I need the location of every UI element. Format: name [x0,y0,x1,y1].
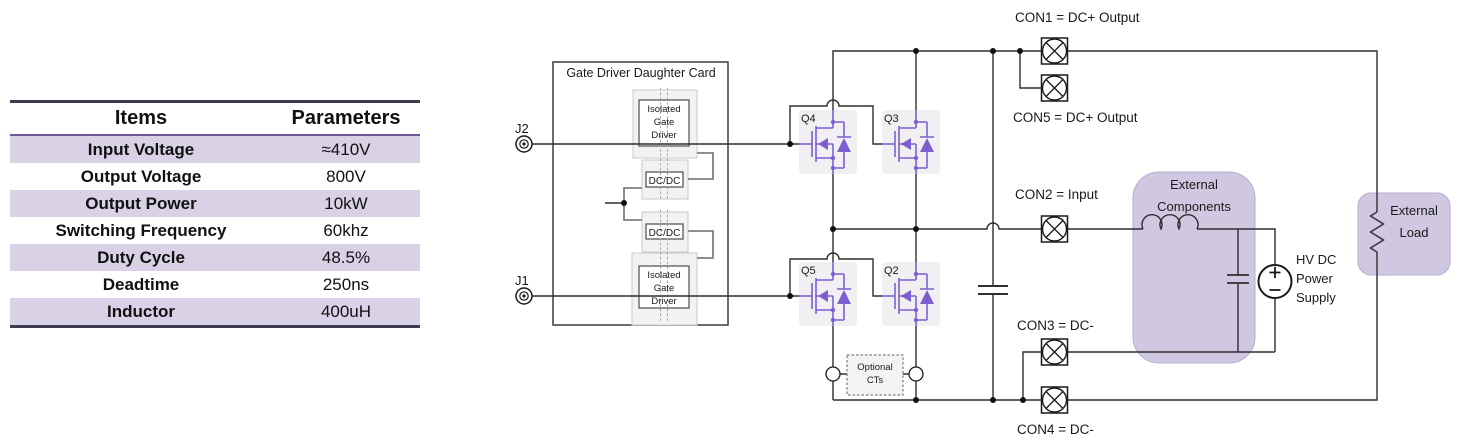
junction-dots [621,48,1026,403]
table-row: Switching Frequency 60khz [10,217,420,244]
table-row: Input Voltage ≈410V [10,136,420,163]
con3-label: CON3 = DC- [1017,318,1094,333]
con4-label: CON4 = DC- [1017,422,1094,437]
optional-cts-block [825,354,924,396]
fet-q4-label: Q4 [801,113,816,125]
optional-cts-label: Optional [857,362,892,373]
ct-circle-right [908,366,924,382]
igd-bottom-label: Isolated [647,270,680,281]
item-cell: Output Voltage [80,166,202,186]
con4-connector [1040,386,1069,414]
jack-j1-label: J1 [515,273,529,288]
gate-driver-daughter-card [552,61,729,326]
svg-text:Gate: Gate [654,283,675,294]
table-header-row: Items Parameters [10,103,420,136]
plus-icon [1269,267,1281,278]
value-cell: 250ns [322,274,370,294]
jack-j2-label: J2 [515,121,529,136]
svg-text:Gate: Gate [654,117,675,128]
svg-text:Power: Power [1296,271,1334,286]
ct-circle-left [825,366,841,382]
fet-q3-label: Q3 [884,113,899,125]
table-row: Output Power 10kW [10,190,420,217]
circuit-wires [531,50,1385,401]
igd-top-label: Isolated [647,104,680,115]
item-cell: Inductor [107,301,175,321]
table-row: Inductor 400uH [10,298,420,325]
hv-dc-power-supply-label: HV DC [1296,252,1336,267]
hv-dc-power-supply-symbol [1257,264,1293,299]
svg-text:Components: Components [1157,199,1231,214]
value-cell: ≈410V [321,139,371,159]
con5-label: CON5 = DC+ Output [1013,110,1138,125]
svg-text:Load: Load [1400,225,1429,240]
value-cell: 400uH [320,301,372,321]
svg-text:CTs: CTs [867,375,884,386]
fet-q5-label: Q5 [801,265,816,277]
svg-text:Driver: Driver [651,296,676,307]
inductor-coil [1141,213,1199,231]
con1-connector [1040,37,1069,65]
parameters-table: Items Parameters Input Voltage ≈410V Out… [10,100,420,328]
external-load-resistor [1068,211,1385,401]
jack-j1-symbol [515,287,533,305]
output-capacitor [1227,274,1249,284]
con1-label: CON1 = DC+ Output [1015,10,1140,25]
con5-connector [1040,74,1069,102]
table-row: Duty Cycle 48.5% [10,244,420,271]
item-cell: Switching Frequency [55,220,227,240]
external-components-label: External [1170,177,1218,192]
fet-q2-label: Q2 [884,265,899,277]
table-row: Output Voltage 800V [10,163,420,190]
value-cell: 800V [326,166,366,186]
external-load-region [1357,192,1451,276]
dcdc-top-label: DC/DC [649,176,681,187]
table-row: Deadtime 250ns [10,271,420,298]
svg-text:Driver: Driver [651,130,676,141]
item-cell: Deadtime [102,274,180,294]
value-cell: 48.5% [321,247,371,267]
card-title: Gate Driver Daughter Card [566,66,715,80]
jack-j2-symbol [515,135,533,153]
item-cell: Input Voltage [87,139,195,159]
svg-text:Supply: Supply [1296,290,1336,305]
dcdc-bottom-label: DC/DC [649,228,681,239]
item-cell: Output Power [85,193,197,213]
header-items: Items [114,107,168,129]
value-cell: 10kW [324,193,368,213]
con3-connector [1040,338,1069,366]
header-parameters: Parameters [291,107,401,129]
external-load-label: External [1390,203,1438,218]
item-cell: Duty Cycle [97,247,185,267]
external-components-region [1132,171,1256,364]
con2-connector [1040,215,1069,243]
con2-label: CON2 = Input [1015,187,1098,202]
value-cell: 60khz [323,220,369,240]
